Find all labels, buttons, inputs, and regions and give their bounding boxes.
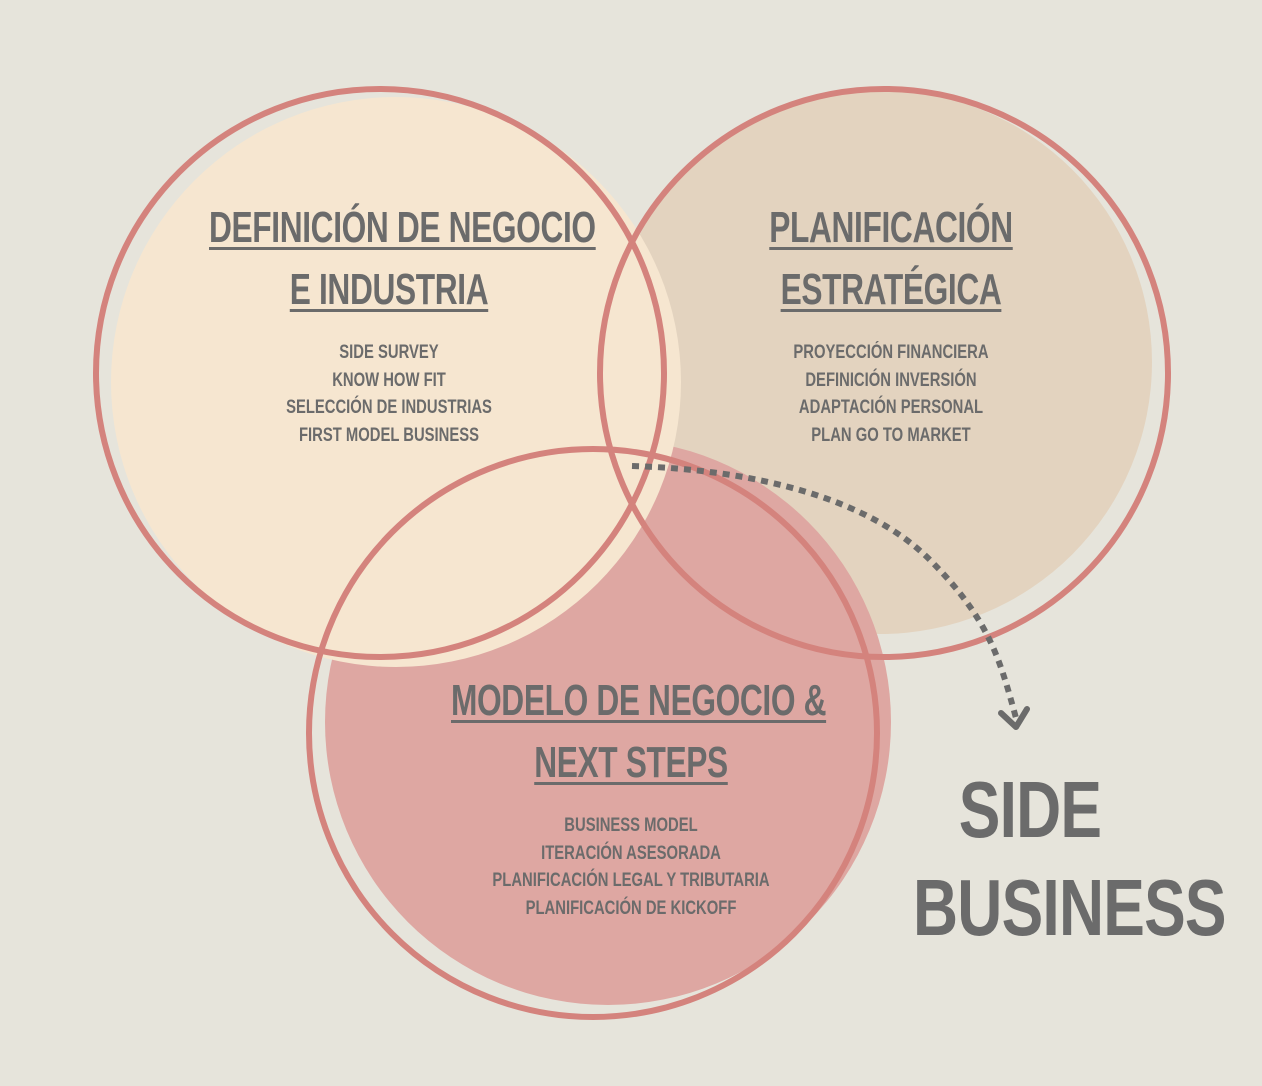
section-modelo-title-line1: MODELO DE NEGOCIO & (451, 676, 827, 725)
list-item: PLANIFICACIÓN LEGAL Y TRIBUTARIA (492, 870, 770, 891)
list-item: PROYECCIÓN FINANCIERA (793, 342, 989, 363)
list-item: SELECCIÓN DE INDUSTRIAS (286, 397, 492, 418)
section-definicion-title-line1: DEFINICIÓN DE NEGOCIO (209, 203, 596, 252)
brand-line2: BUSINESS (913, 863, 1227, 952)
list-item: PLANIFICACIÓN DE KICKOFF (525, 897, 737, 919)
section-definicion-title-line2: E INDUSTRIA (289, 265, 489, 314)
section-definicion-title: DEFINICIÓN DE NEGOCIO E INDUSTRIA (209, 197, 596, 321)
list-item: PLAN GO TO MARKET (811, 424, 971, 446)
list-item: FIRST MODEL BUSINESS (298, 424, 480, 446)
section-planificacion: PLANIFICACIÓN ESTRATÉGICA PROYECCIÓN FIN… (691, 197, 1091, 449)
section-modelo-items: BUSINESS MODEL ITERACIÓN ASESORADA PLANI… (436, 812, 826, 922)
list-item: DEFINICIÓN INVERSIÓN (805, 369, 977, 391)
ring-planificacion (597, 86, 1171, 660)
section-modelo-title: MODELO DE NEGOCIO & NEXT STEPS (451, 670, 827, 794)
ring-definicion (93, 86, 667, 660)
brand-line1: SIDE (958, 765, 1102, 854)
arrowhead-icon (998, 706, 1030, 730)
section-planificacion-title-line1: PLANIFICACIÓN (769, 203, 1013, 252)
disc-definicion (111, 97, 681, 667)
ring-modelo (306, 446, 880, 1020)
section-modelo: MODELO DE NEGOCIO & NEXT STEPS BUSINESS … (381, 670, 881, 922)
list-item: KNOW HOW FIT (332, 369, 446, 391)
list-item: SIDE SURVEY (339, 342, 439, 363)
section-planificacion-items: PROYECCIÓN FINANCIERA DEFINICIÓN INVERSI… (735, 339, 1047, 449)
section-planificacion-title-line2: ESTRATÉGICA (780, 265, 1002, 314)
section-definicion-items: SIDE SURVEY KNOW HOW FIT SELECCIÓN DE IN… (194, 339, 584, 449)
list-item: BUSINESS MODEL (564, 815, 698, 836)
section-modelo-title-line2: NEXT STEPS (534, 738, 728, 787)
venn-rings (93, 86, 1171, 1020)
section-definicion: DEFINICIÓN DE NEGOCIO E INDUSTRIA SIDE S… (139, 197, 639, 449)
list-item: ITERACIÓN ASESORADA (541, 842, 721, 864)
section-planificacion-title: PLANIFICACIÓN ESTRATÉGICA (747, 197, 1035, 321)
brand-title: SIDE BUSINESS (913, 761, 1227, 957)
list-item: ADAPTACIÓN PERSONAL (798, 397, 984, 418)
